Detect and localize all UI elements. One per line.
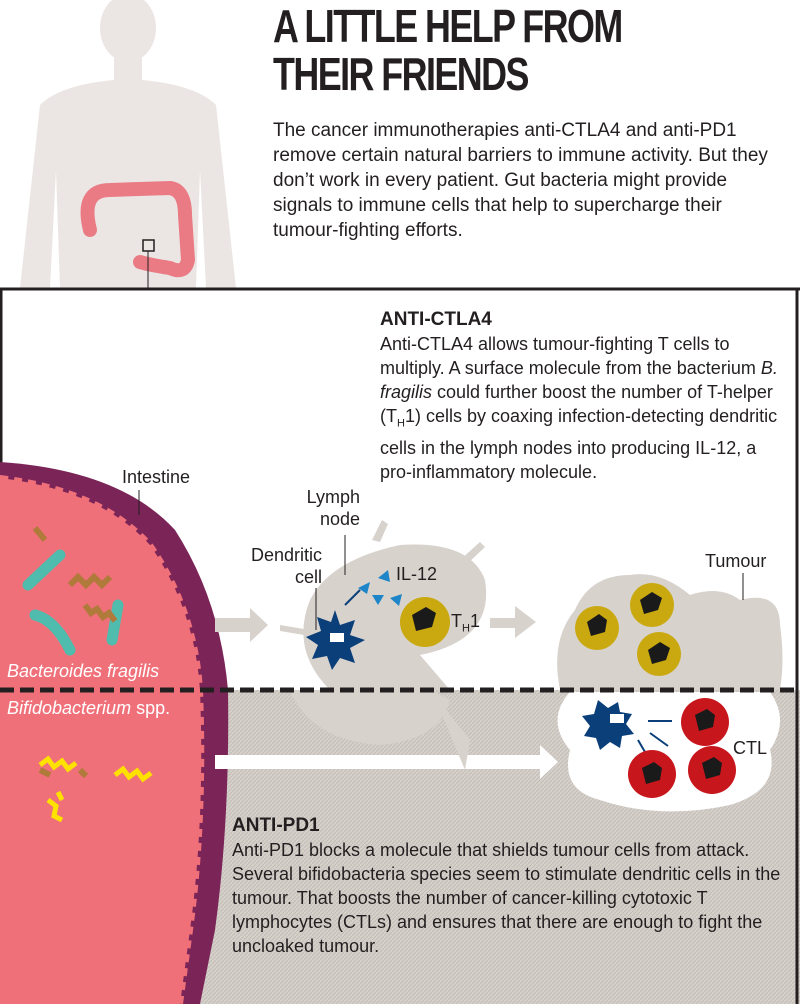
bifido-spp: spp. xyxy=(131,698,171,718)
arrow-to-tumour-lower xyxy=(215,745,558,779)
title-line-1: A LITTLE HELP FROM xyxy=(273,0,623,52)
anti-ctla4-text: Anti-CTLA4 allows tumour-fighting T cell… xyxy=(380,334,761,378)
label-bacteroides: Bacteroides fragilis xyxy=(7,661,160,681)
il12-molecules xyxy=(358,570,402,606)
arrow-to-tumour xyxy=(490,606,536,638)
intestine-lumen xyxy=(0,474,205,1004)
label-il12: IL-12 xyxy=(396,564,438,584)
human-body-silhouette xyxy=(20,0,236,288)
intro-text: The cancer immunotherapies anti-CTLA4 an… xyxy=(273,120,768,241)
th1-one: 1 xyxy=(469,611,480,631)
th1-sub: H xyxy=(462,622,470,635)
anti-pd1-heading: ANTI-PD1 xyxy=(232,815,320,836)
anti-pd1-section: ANTI-PD1 Anti-PD1 blocks a molecule that… xyxy=(232,814,792,958)
label-ctl: CTL xyxy=(733,738,768,758)
bacteroides-bacteria xyxy=(22,549,124,656)
species-name: B. fragilis xyxy=(380,358,778,402)
label-th1: TH1 xyxy=(451,610,480,640)
bifidobacteria xyxy=(38,755,153,823)
tumour xyxy=(557,574,783,690)
tumour-dendritic-cell xyxy=(582,700,634,750)
th1-cell xyxy=(400,597,450,647)
label-tumour: Tumour xyxy=(705,551,767,571)
bifido-genus: Bifidobacterium xyxy=(7,698,132,718)
label-lymph-node: Lymph node xyxy=(306,487,360,529)
title-line-2: THEIR FRIENDS xyxy=(273,48,529,100)
other-bacteria xyxy=(32,526,118,779)
anti-ctla4-section: ANTI-CTLA4 Anti-CTLA4 allows tumour-figh… xyxy=(380,308,790,484)
colon-icon xyxy=(80,180,196,278)
anti-ctla4-text: could further boost the number of T-help… xyxy=(380,382,773,426)
label-intestine: Intestine xyxy=(122,467,191,487)
anti-ctla4-heading: ANTI-CTLA4 xyxy=(380,309,492,330)
th1-t: T xyxy=(451,611,462,631)
anti-pd1-text: Anti-PD1 blocks a molecule that shields … xyxy=(232,840,781,956)
arrow-to-lymph-node xyxy=(215,608,268,642)
label-dendritic-cell: Dendritic cell xyxy=(250,545,322,587)
anti-ctla4-text: 1) cells by coaxing infection-detecting … xyxy=(380,406,778,482)
label-bifidobacterium: Bifidobacterium spp. xyxy=(7,698,170,719)
subscript: H xyxy=(397,417,405,430)
